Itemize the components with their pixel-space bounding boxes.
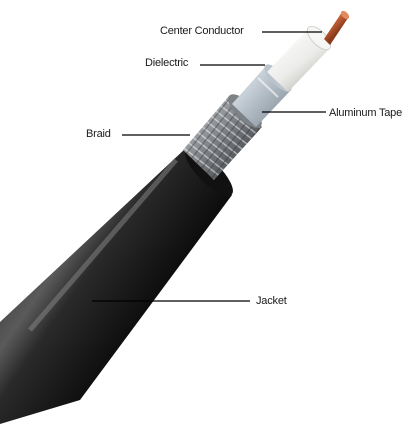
center-conductor-section [324,10,350,45]
dielectric-label: Dielectric [145,57,189,69]
leader-lines [92,31,326,302]
center-conductor-label: Center Conductor [160,25,244,37]
dielectric-section [267,25,332,92]
jacket-label: Jacket [256,295,287,307]
jacket-section [0,148,233,424]
aluminum-tape-label: Aluminum Tape [329,107,403,119]
braid-label: Braid [86,128,111,140]
